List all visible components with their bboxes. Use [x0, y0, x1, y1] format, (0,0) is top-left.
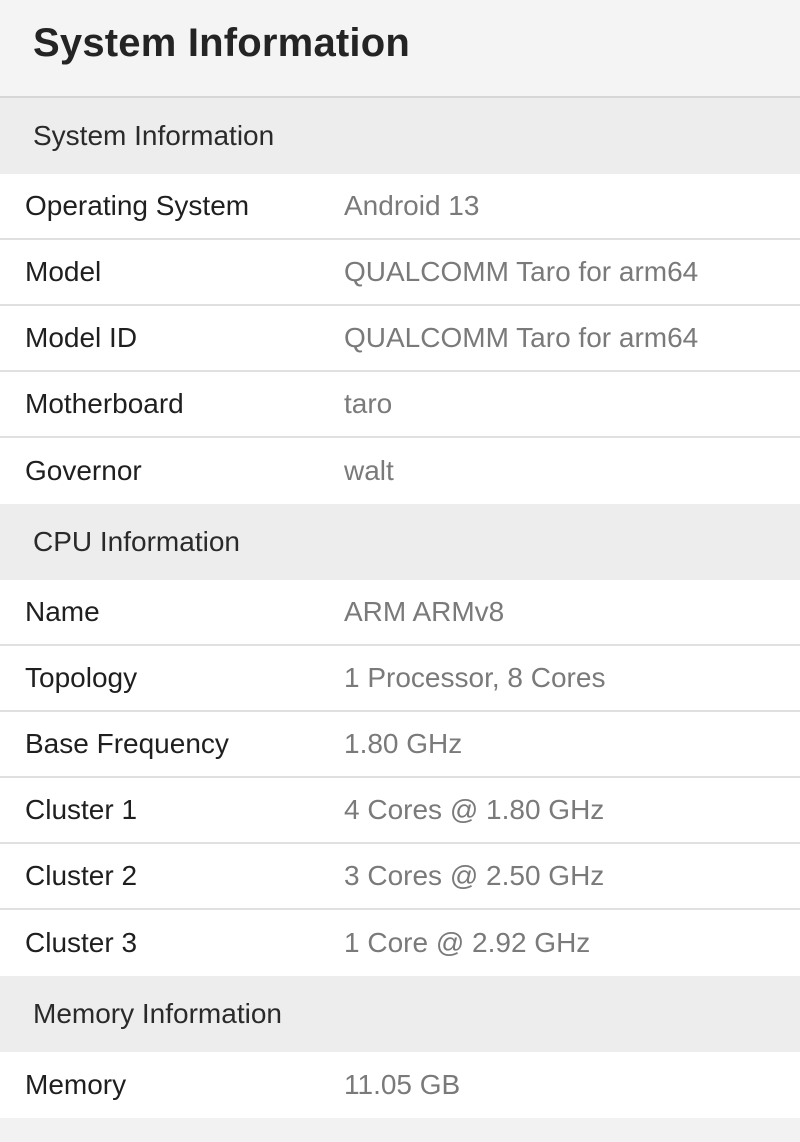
- row-value: walt: [344, 455, 394, 486]
- row-value: QUALCOMM Taro for arm64: [344, 256, 699, 287]
- info-row-topology: Topology 1 Processor, 8 Cores: [0, 646, 800, 712]
- row-value: 3 Cores @ 2.50 GHz: [344, 860, 605, 891]
- row-label: Base Frequency: [25, 728, 229, 759]
- row-value: 1.80 GHz: [344, 728, 463, 759]
- row-value: Android 13: [344, 190, 480, 221]
- row-label: Cluster 1: [25, 794, 138, 825]
- row-value: 1 Processor, 8 Cores: [344, 662, 606, 693]
- info-row-cluster-3: Cluster 3 1 Core @ 2.92 GHz: [0, 910, 800, 976]
- info-row-operating-system: Operating System Android 13: [0, 174, 800, 240]
- row-label: Topology: [25, 662, 138, 693]
- row-value: 4 Cores @ 1.80 GHz: [344, 794, 605, 825]
- row-label: Name: [25, 596, 100, 627]
- row-label: Cluster 2: [25, 860, 138, 891]
- info-row-base-frequency: Base Frequency 1.80 GHz: [0, 712, 800, 778]
- row-label: Memory: [25, 1069, 127, 1100]
- info-row-cluster-1: Cluster 1 4 Cores @ 1.80 GHz: [0, 778, 800, 844]
- page-title: System Information: [33, 20, 410, 65]
- section-header-system-information: System Information: [0, 98, 800, 174]
- row-label: Model ID: [25, 322, 138, 353]
- info-row-name: Name ARM ARMv8: [0, 580, 800, 646]
- row-value: 1 Core @ 2.92 GHz: [344, 927, 591, 958]
- info-row-governor: Governor walt: [0, 438, 800, 504]
- row-value: taro: [344, 388, 393, 419]
- info-row-motherboard: Motherboard taro: [0, 372, 800, 438]
- section-header-cpu-information: CPU Information: [0, 504, 800, 580]
- section-header-memory-information: Memory Information: [0, 976, 800, 1052]
- page-header: System Information: [0, 0, 800, 98]
- row-label: Cluster 3: [25, 927, 138, 958]
- row-value: ARM ARMv8: [344, 596, 505, 627]
- row-label: Governor: [25, 455, 142, 486]
- row-label: Motherboard: [25, 388, 184, 419]
- info-row-cluster-2: Cluster 2 3 Cores @ 2.50 GHz: [0, 844, 800, 910]
- info-row-model: Model QUALCOMM Taro for arm64: [0, 240, 800, 306]
- row-value: QUALCOMM Taro for arm64: [344, 322, 699, 353]
- info-row-model-id: Model ID QUALCOMM Taro for arm64: [0, 306, 800, 372]
- row-label: Model: [25, 256, 102, 287]
- row-value: 11.05 GB: [344, 1069, 461, 1100]
- row-label: Operating System: [25, 190, 250, 221]
- info-row-memory: Memory 11.05 GB: [0, 1052, 800, 1118]
